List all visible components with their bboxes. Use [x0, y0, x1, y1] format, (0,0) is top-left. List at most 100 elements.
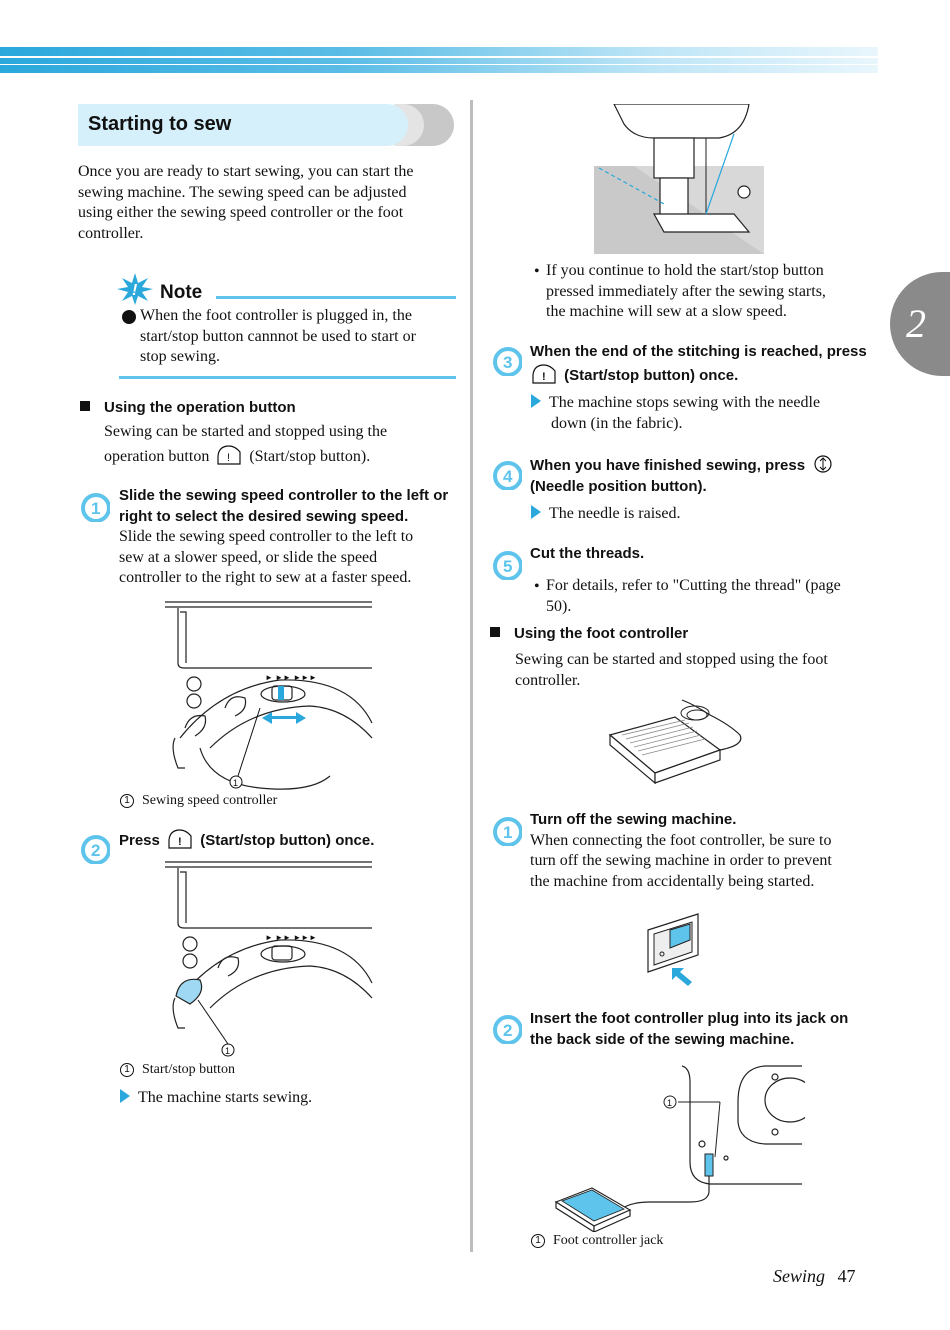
- step4-text: When you have finished sewing, press (Ne…: [530, 454, 870, 497]
- foot-step2-line: Insert the foot controller plug into its…: [530, 1010, 849, 1027]
- step5-text: Cut the threads.: [530, 545, 645, 562]
- step4-line: (Needle position button).: [530, 477, 707, 495]
- note-line: When the foot controller is plugged in, …: [140, 307, 412, 324]
- caption-text: Foot controller jack: [553, 1233, 664, 1248]
- foot-line: Sewing can be started and stopped using …: [515, 651, 828, 668]
- foot-step1-bold: Turn off the sewing machine.: [530, 811, 737, 828]
- foot-step-number-2: 2: [493, 1015, 522, 1044]
- page-title: Starting to sew: [88, 113, 232, 135]
- step-number-1: 1: [81, 493, 110, 522]
- result-arrow-icon: [531, 394, 541, 408]
- foot-step1-line: the machine from accidentally being star…: [530, 872, 815, 890]
- bullet-dot: [122, 310, 136, 324]
- foot-controller-illustration: [608, 699, 742, 785]
- step1-line: sew at a slower speed, or slide the spee…: [119, 548, 378, 566]
- power-switch-illustration: [647, 913, 699, 986]
- step3-result: The machine stops sewing with the needle…: [531, 393, 871, 434]
- intro-line: sewing machine. The sewing speed can be …: [78, 183, 407, 201]
- op-heading-text: Using the operation button: [104, 399, 296, 416]
- start-stop-icon: !: [532, 363, 556, 384]
- intro-paragraph: Once you are ready to start sewing, you …: [78, 162, 463, 244]
- result-text: down (in the fabric).: [551, 414, 683, 432]
- hold-line: If you continue to hold the start/stop b…: [546, 262, 824, 279]
- op-button-body: Sewing can be started and stopped using …: [104, 422, 464, 467]
- note-line: stop sewing.: [140, 348, 220, 365]
- foot-step2-line: the back side of the sewing machine.: [530, 1030, 795, 1048]
- foot-line: controller.: [515, 671, 581, 689]
- svg-text:3: 3: [503, 353, 512, 372]
- foot-heading-text: Using the foot controller: [514, 625, 689, 642]
- step4-line: When you have finished sewing, press: [530, 457, 806, 474]
- result-arrow-icon: [120, 1089, 130, 1103]
- result-text: The machine stops sewing with the needle: [549, 394, 821, 411]
- presser-foot-illustration: [594, 104, 764, 254]
- svg-text:!: !: [227, 452, 230, 464]
- step4-result: The needle is raised.: [531, 504, 681, 525]
- step1-line: controller to the right to sew at a fast…: [119, 569, 412, 586]
- svg-text:5: 5: [503, 557, 512, 576]
- foot-step1-text: Turn off the sewing machine. When connec…: [530, 810, 875, 892]
- op-button-heading: Using the operation button: [80, 398, 296, 419]
- svg-text:1: 1: [91, 499, 100, 518]
- note-text: When the foot controller is plugged in, …: [140, 306, 460, 368]
- caption-speed-controller: 1 Sewing speed controller: [120, 792, 277, 810]
- callout-number: 1: [120, 794, 134, 808]
- start-stop-icon: !: [217, 444, 241, 465]
- step2-rest: (Start/stop button) once.: [200, 832, 375, 849]
- intro-line: Once you are ready to start sewing, you …: [78, 163, 414, 180]
- step1-line: Slide the sewing speed controller to the…: [119, 528, 414, 545]
- foot-step1-line: When connecting the foot controller, be …: [530, 831, 832, 849]
- svg-text:2: 2: [503, 1021, 512, 1040]
- foot-step1-line: turn off the sewing machine in order to …: [530, 852, 832, 869]
- callout-number: 1: [120, 1063, 134, 1077]
- page-footer: Sewing 47: [773, 1266, 856, 1287]
- note-heading: Note: [160, 282, 203, 303]
- caption-text: Sewing speed controller: [142, 793, 278, 808]
- callout-number: 1: [531, 1234, 545, 1248]
- header-band: [0, 47, 878, 73]
- svg-text:!: !: [132, 282, 138, 299]
- page-number: 47: [837, 1266, 856, 1286]
- foot-step2-text: Insert the foot controller plug into its…: [530, 1009, 875, 1050]
- caption-text: Start/stop button: [142, 1062, 235, 1077]
- svg-text:1: 1: [667, 1098, 672, 1108]
- note-line: start/stop button cannnot be used to sta…: [140, 327, 416, 345]
- svg-text:1: 1: [233, 778, 238, 788]
- svg-text:1: 1: [503, 823, 512, 842]
- op-line: (Start/stop button).: [249, 447, 371, 465]
- speed-controller-illustration: ► ►► ►►► 1: [165, 601, 373, 790]
- bullet-line: 50).: [546, 597, 572, 615]
- op-line: operation button: [104, 447, 210, 465]
- result-arrow-icon: [531, 505, 541, 519]
- step-number-2: 2: [81, 835, 110, 864]
- square-bullet: [80, 401, 90, 411]
- op-line: Sewing can be started and stopped using …: [104, 423, 388, 440]
- chapter-number: 2: [906, 301, 926, 346]
- svg-text:1: 1: [225, 1046, 230, 1056]
- note-icon: !: [117, 273, 153, 305]
- step3-line: (Start/stop button) once.: [564, 366, 739, 384]
- foot-step-number-1: 1: [493, 817, 522, 846]
- hold-line: pressed immediately after the sewing sta…: [546, 282, 826, 300]
- header-stripe: [0, 56, 878, 58]
- foot-body: Sewing can be started and stopped using …: [515, 650, 875, 691]
- caption-start-stop: 1 Start/stop button: [120, 1061, 235, 1079]
- square-bullet: [490, 627, 500, 637]
- step-number-4: 4: [493, 461, 522, 490]
- result-text: The machine starts sewing.: [138, 1089, 313, 1106]
- intro-line: controller.: [78, 224, 144, 242]
- hold-line: the machine will sew at a slow speed.: [546, 303, 787, 320]
- result-text: The needle is raised.: [549, 505, 681, 522]
- step1-bold-line: Slide the sewing speed controller to the…: [119, 487, 449, 504]
- note-rule: [216, 296, 456, 299]
- needle-position-icon: [814, 455, 832, 473]
- svg-text:► ►► ►►►: ► ►► ►►►: [265, 933, 317, 942]
- intro-line: using either the sewing speed controller…: [78, 204, 404, 221]
- step2-press: Press: [119, 832, 160, 849]
- step3-line: When the end of the stitching is reached…: [530, 343, 867, 360]
- caption-foot-jack: 1 Foot controller jack: [531, 1232, 663, 1250]
- header-stripe: [0, 64, 878, 65]
- svg-text:► ►► ►►►: ► ►► ►►►: [265, 673, 317, 682]
- bullet-line: For details, refer to "Cutting the threa…: [546, 577, 841, 594]
- step-number-5: 5: [493, 551, 522, 580]
